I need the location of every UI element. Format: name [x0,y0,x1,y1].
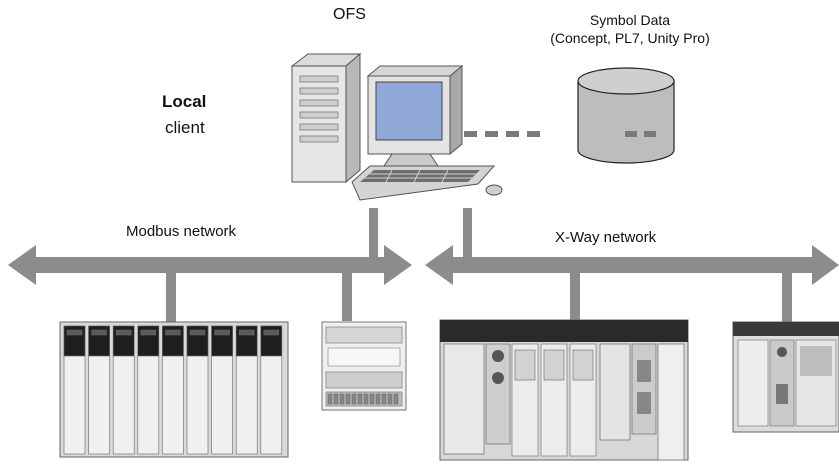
plc-module-led [115,329,132,336]
desktop-computer-icon [290,52,503,201]
plc-rack-icon-xway [439,319,689,461]
io-terminal [357,393,363,405]
drop-xway-rack [570,273,580,323]
io-terminal [333,393,339,405]
plc-module-led [140,329,157,336]
dashed-link [464,131,540,137]
modbus-network-label: Modbus network [126,223,237,240]
plc-io-label [543,349,565,381]
symbol-data-label: Symbol Data (Concept, PL7, Unity Pro) [520,11,740,47]
io-terminal [339,393,345,405]
io-terminal [363,393,369,405]
plc-io-label [572,349,594,381]
xway-network-arrow [425,245,839,285]
ofs-label: OFS [333,6,366,23]
io-module-icon [321,321,407,411]
io-terminal [381,393,387,405]
plc-module-led [238,329,255,336]
pc-connector-xway [463,208,472,262]
pc-connector-modbus [369,208,378,262]
plc-module-led [214,329,230,336]
io-terminal [327,393,333,405]
plc-rack-icon [59,321,289,458]
symbol-data-title: Symbol Data [589,12,671,28]
io-terminal [393,393,399,405]
local-client-subtitle: client [165,118,205,137]
io-terminal [351,393,357,405]
plc-module-led [91,329,107,336]
plc-io-label [514,349,536,381]
io-terminal [345,393,351,405]
io-terminal [375,393,381,405]
plc-module-led [165,329,181,336]
drop-modbus-rack [166,273,176,323]
plc-module-led [66,329,83,336]
plc-module-led [189,329,206,336]
drop-xway-compact [782,273,792,323]
io-terminal [387,393,393,405]
local-client-title: Local [162,92,207,111]
database-cylinder-icon [577,67,675,164]
symbol-data-sources: (Concept, PL7, Unity Pro) [550,30,710,46]
modbus-network-arrow [8,245,412,285]
plc-compact-icon [732,321,839,433]
plc-module-led [263,329,280,336]
drop-modbus-io [342,273,352,321]
xway-network-label: X-Way network [555,229,657,246]
io-terminal [369,393,375,405]
